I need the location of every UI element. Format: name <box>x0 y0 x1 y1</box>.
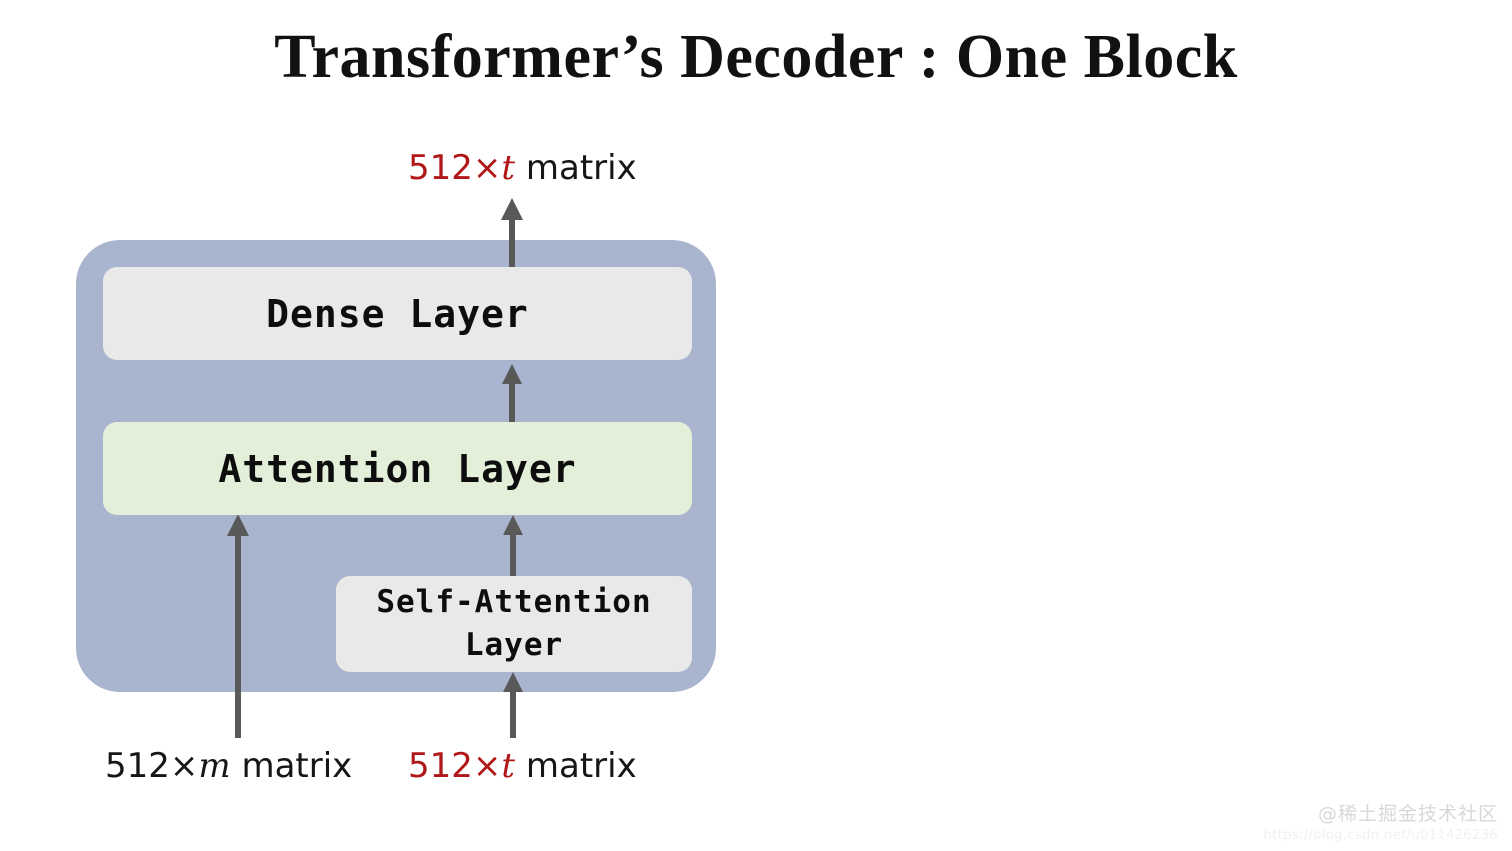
output-matrix-label: 512×t matrix <box>408 148 637 188</box>
page-title: Transformer’s Decoder : One Block <box>274 23 1238 91</box>
arrow-selfattention-to-attention <box>498 513 528 579</box>
encoder-input-matrix-dim: 512× <box>105 746 199 786</box>
self-attention-layer-box[interactable]: Self-Attention Layer <box>336 576 692 672</box>
watermark: @稀土掘金技术社区 https://blog.csdn.net/u0114262… <box>1263 799 1498 843</box>
attention-layer-box[interactable]: Attention Layer <box>103 422 692 515</box>
output-matrix-dim: 512× <box>408 148 502 188</box>
encoder-input-matrix-label: 512×m matrix <box>105 746 352 786</box>
output-matrix-var: t <box>501 148 516 188</box>
attention-layer-label: Attention Layer <box>218 446 577 491</box>
arrow-decoder-input-to-selfattention <box>498 670 528 738</box>
decoder-input-matrix-word: matrix <box>525 746 637 786</box>
watermark-url: https://blog.csdn.net/u011426236 <box>1263 828 1498 843</box>
arrow-dense-to-output <box>497 196 527 274</box>
dense-layer-box[interactable]: Dense Layer <box>103 267 692 360</box>
self-attention-layer-label-line1: Self-Attention <box>376 584 652 621</box>
output-matrix-word: matrix <box>525 148 637 188</box>
decoder-input-matrix-label: 512×t matrix <box>408 746 637 786</box>
watermark-text: @稀土掘金技术社区 <box>1317 803 1498 825</box>
decoder-input-matrix-dim: 512× <box>408 746 502 786</box>
self-attention-layer-label-line2: Layer <box>464 627 564 663</box>
dense-layer-label: Dense Layer <box>266 291 529 336</box>
arrow-encoder-input-to-attention <box>223 512 253 738</box>
arrow-attention-to-dense <box>497 362 527 424</box>
decoder-input-matrix-var: t <box>501 746 516 786</box>
encoder-input-matrix-word: matrix <box>241 746 353 786</box>
encoder-input-matrix-var: m <box>198 746 231 786</box>
